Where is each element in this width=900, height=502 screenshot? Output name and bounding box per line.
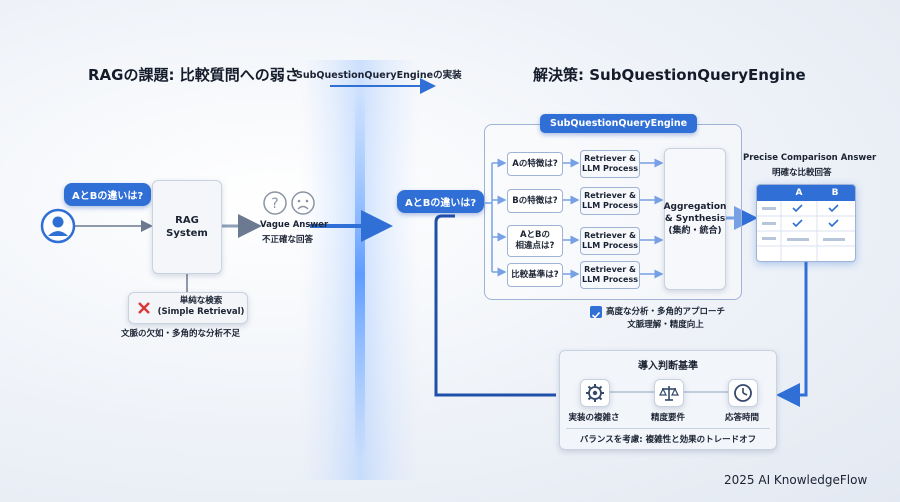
svg-text:?: ? [271, 196, 278, 212]
copyright: 2025 AI KnowledgeFlow [724, 473, 868, 487]
retriever-process-4: Retriever & LLM Process [580, 261, 640, 289]
comparison-table: A B [756, 184, 856, 262]
vague-answer-icons: ? [262, 190, 322, 216]
sub-question-b: Bの特徴は? [507, 189, 563, 213]
table-header-a: A [795, 188, 803, 198]
retrieval-note: 文脈の欠如・多角的な分析不足 [121, 329, 241, 339]
user-avatar [40, 208, 76, 244]
answer-title-jp: 明確な比較回答 [772, 168, 832, 178]
engine-label: SubQuestionQueryEngine [540, 114, 698, 133]
simple-retrieval-box: 単純な検索 (Simple Retrieval) [128, 292, 248, 324]
retriever-process-2: Retriever & LLM Process [580, 187, 640, 215]
vague-answer-label: Vague Answer [260, 220, 329, 230]
table-body [757, 201, 855, 261]
sub-question-diff: AとBの 相違点は? [507, 225, 563, 257]
light-beam [355, 90, 365, 460]
aggregation-box: Aggregation & Synthesis (集約・統合) [664, 148, 726, 290]
simple-retrieval-label: 単純な検索 (Simple Retrieval) [157, 296, 245, 318]
retriever-process-1: Retriever & LLM Process [580, 150, 640, 178]
retriever-process-3: Retriever & LLM Process [580, 227, 640, 255]
clock-icon [728, 379, 758, 407]
aggregation-label: Aggregation & Synthesis (集約・統合) [663, 201, 727, 237]
criteria-footer: バランスを考慮: 複雑性と効果のトレードオフ [579, 435, 757, 445]
middle-label: SubQuestionQueryEngineの実装 [296, 70, 462, 81]
checkbox-icon [590, 306, 602, 319]
table-header-b: B [831, 188, 839, 198]
criteria-item-accuracy: 精度要件 [650, 413, 685, 423]
sad-face-icon [291, 191, 315, 215]
vague-answer-jp-label: 不正確な回答 [262, 235, 314, 245]
question-mark-icon: ? [263, 191, 287, 215]
criteria-divider [566, 428, 770, 429]
right-title: 解決策: SubQuestionQueryEngine [533, 66, 806, 84]
criteria-title: 導入判断基準 [638, 361, 698, 372]
criteria-box: 導入判断基準 実装の複雑さ 精度要件 応答時間 バランスを考慮: 複雑性と効果の… [559, 350, 777, 450]
rag-system-label: RAG System [166, 214, 208, 240]
criteria-item-latency: 応答時間 [724, 413, 759, 423]
answer-title: Precise Comparison Answer [743, 153, 877, 163]
benefit-label: 高度な分析・多角的アプローチ 文脈理解・精度向上 [606, 307, 726, 330]
user-icon [40, 208, 76, 244]
sub-question-a: Aの特徴は? [507, 152, 563, 176]
question-bubble-right: AとBの違いは? [397, 190, 485, 213]
rag-system-box: RAG System [152, 180, 222, 274]
x-mark-icon [138, 302, 150, 314]
criteria-item-complexity: 実装の複雑さ [568, 413, 620, 423]
scale-icon [654, 379, 684, 407]
sub-question-criteria: 比較基準は? [507, 263, 563, 287]
question-bubble-left: AとBの違いは? [64, 183, 152, 206]
gear-icon [580, 379, 610, 407]
table-header-row [757, 185, 855, 201]
left-title: RAGの課題: 比較質問への弱さ [88, 66, 300, 84]
